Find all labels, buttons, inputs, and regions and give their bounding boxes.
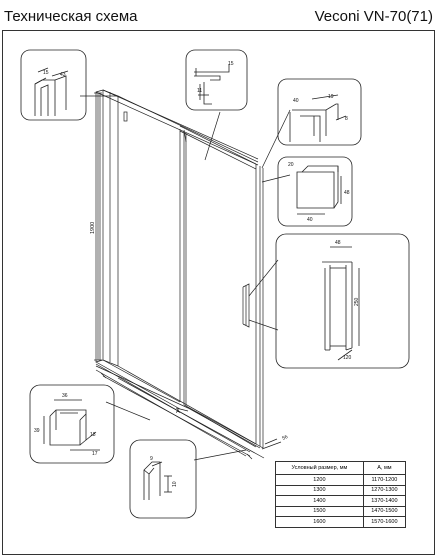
detail-bottom-center xyxy=(129,439,197,519)
bottom-guide-dim-1: 36 xyxy=(62,393,68,399)
bottom-center-dim-2: 10 xyxy=(172,481,178,487)
height-label: 1900 xyxy=(90,222,96,234)
shower-door-assembly xyxy=(95,89,265,459)
bottom-guide-dim-2: 39 xyxy=(34,428,40,434)
table-cell: 1370-1400 xyxy=(362,495,407,507)
table-cell: 1600 xyxy=(275,516,364,528)
handle-dim-3: 120 xyxy=(343,355,352,361)
depth-label: 56 xyxy=(281,434,289,442)
corner-mid-dim-3: 40 xyxy=(307,217,313,223)
corner-top-dim-1: 19 xyxy=(328,94,334,100)
handle-dim-1: 48 xyxy=(335,240,341,246)
callout-leaders xyxy=(80,95,291,461)
profile-dim-1: 15 xyxy=(43,70,49,76)
width-label: A xyxy=(176,409,180,415)
bottom-guide-dim-4: 18 xyxy=(90,432,96,438)
corner-mid-dim-2: 48 xyxy=(344,190,350,196)
table-header-row: Условный размер, мм A, мм xyxy=(275,461,407,475)
detail-bottom-guide xyxy=(29,384,115,464)
table-cell: 1500 xyxy=(275,505,364,517)
fixture-dim-2: 11 xyxy=(197,88,202,94)
fixture-dim-1: 15 xyxy=(228,61,234,67)
table-header-a: A, мм xyxy=(362,461,407,475)
model-name: Veconi VN-70(71) xyxy=(314,8,433,25)
corner-mid-dim-1: 20 xyxy=(288,162,294,168)
table-cell: 1470-1500 xyxy=(362,505,407,517)
detail-handle xyxy=(275,233,410,369)
diagram-title: Техническая схема xyxy=(4,8,138,25)
table-header-size: Условный размер, мм xyxy=(275,461,364,475)
table-cell: 1270-1300 xyxy=(362,484,407,496)
bottom-guide-dim-3: 17 xyxy=(92,451,98,457)
table-cell: 1570-1600 xyxy=(362,516,407,528)
detail-corner-mid xyxy=(277,156,353,227)
table-cell: 1300 xyxy=(275,484,364,496)
corner-top-dim-2: 8 xyxy=(345,116,348,122)
table-cell: 1200 xyxy=(275,474,364,486)
profile-dim-2: 43 xyxy=(60,72,66,78)
handle-dim-2: 250 xyxy=(354,297,360,306)
detail-top-fixture xyxy=(185,49,248,111)
width-dimension xyxy=(100,372,282,460)
table-cell: 1170-1200 xyxy=(362,474,407,486)
table-cell: 1400 xyxy=(275,495,364,507)
drawing-frame xyxy=(2,30,435,555)
detail-wall-profile xyxy=(20,49,87,121)
height-dimension xyxy=(94,92,102,361)
corner-top-dim-3: 40 xyxy=(293,98,299,104)
bottom-center-dim-1: 9 xyxy=(150,456,153,462)
detail-corner-top xyxy=(277,78,362,146)
